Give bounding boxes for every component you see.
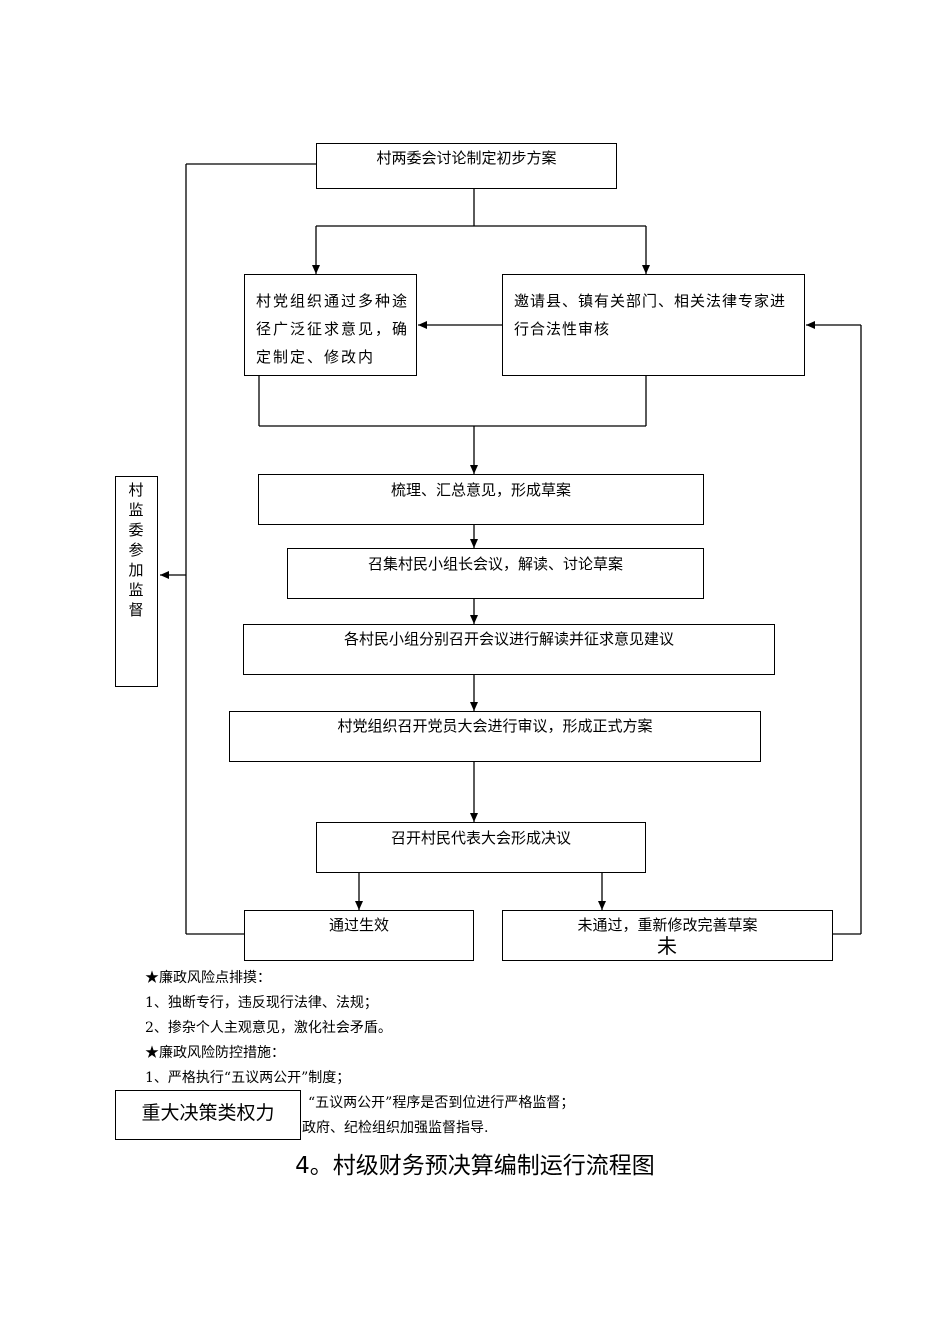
result-passed [244, 910, 474, 961]
step-group-leaders-meeting [287, 548, 704, 599]
supervision-box [115, 476, 158, 687]
step-draft-summary-label: 梳理、汇总意见，形成草案 [390, 481, 571, 499]
supervision-label: 村监委参加监督 [128, 481, 144, 619]
step-group-leaders-meeting-label: 召集村民小组长会议，解读、讨论草案 [367, 555, 623, 573]
result-passed-label: 通过生效 [328, 916, 389, 934]
result-not-passed [502, 910, 833, 961]
page-title: 4。村级财务预决算编制运行流程图 [295, 1153, 655, 1179]
step-party-consultation-label: 村党组织通过多种途径广泛征求意见，确定制定、修改内 [256, 292, 410, 366]
step-initial-plan [316, 143, 617, 189]
step-representatives-meeting [316, 822, 646, 873]
step-village-groups-meeting-label: 各村民小组分别召开会议进行解读并征求意见建议 [343, 630, 674, 648]
step-village-groups-meeting [243, 624, 775, 675]
step-legal-review [502, 274, 805, 376]
power-category-box [115, 1090, 301, 1140]
risk-title: ★廉政风险点排摸： [145, 970, 271, 986]
control-title: ★廉政风险防控措施： [145, 1045, 285, 1061]
risk-item-1: 1、独断专行，违反现行法律、法规； [145, 995, 378, 1011]
step-party-members-meeting [229, 711, 761, 762]
step-legal-review-label: 邀请县、镇有关部门、相关法律专家进行合法性审核 [514, 292, 787, 338]
step-representatives-meeting-label: 召开村民代表大会形成决议 [390, 829, 571, 847]
risk-item-2: 2、掺杂个人主观意见，激化社会矛盾。 [145, 1020, 392, 1036]
step-party-members-meeting-label: 村党组织召开党员大会进行审议，形成正式方案 [337, 717, 653, 735]
control-item-3: 政府、纪检组织加强监督指导. [302, 1120, 489, 1136]
result-not-passed-label: 未通过，重新修改完善草案 [577, 916, 758, 934]
step-party-consultation [244, 274, 417, 376]
result-not-passed-extra: 未 [657, 934, 677, 958]
step-draft-summary [258, 474, 704, 525]
control-item-2: “五议两公开”程序是否到位进行严格监督； [308, 1095, 575, 1111]
control-item-1: 1、严格执行“五议两公开”制度； [145, 1070, 351, 1086]
power-category-label: 重大决策类权力 [141, 1102, 275, 1124]
step-initial-plan-label: 村两委会讨论制定初步方案 [376, 149, 557, 167]
